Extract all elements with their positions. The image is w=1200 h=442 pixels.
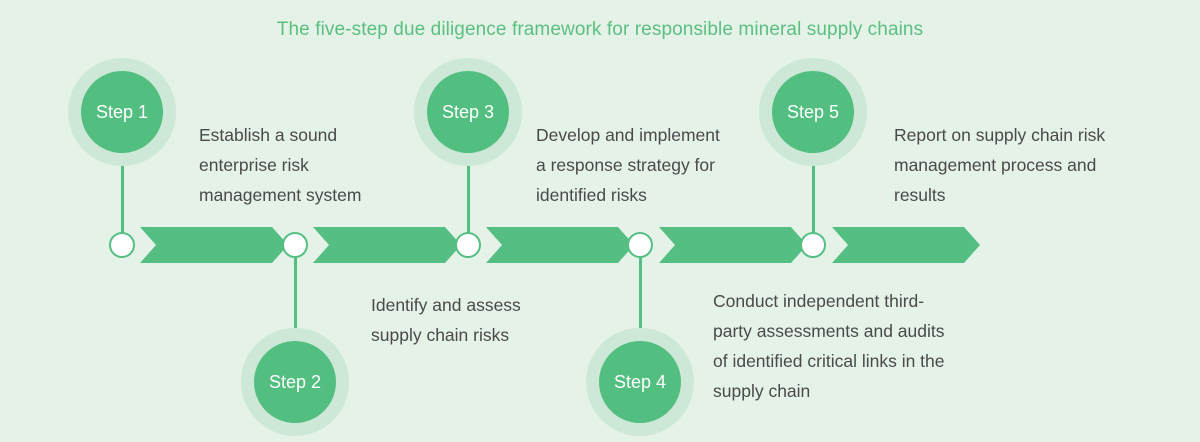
step-label-4: Step 4 — [613, 371, 667, 392]
timeline-arrow-4 — [659, 227, 807, 263]
step-description-2-line-2: supply chain risks — [371, 325, 510, 345]
step-description-2: Identify and assess supply chain risks — [371, 290, 521, 350]
step-disc-5: Step 5 — [772, 71, 854, 153]
timeline-arrow-1 — [140, 227, 288, 263]
step-disc-3: Step 3 — [427, 71, 509, 153]
stem-step-3 — [467, 166, 470, 236]
step-bubble-3[interactable]: Step 3 — [414, 58, 522, 166]
step-label-2: Step 2 — [268, 371, 322, 392]
step-description-1-line-3: management system — [199, 185, 362, 205]
timeline-node-1[interactable] — [109, 232, 135, 258]
timeline-arrow-2 — [313, 227, 461, 263]
timeline-arrow-5 — [832, 227, 980, 263]
step-description-3-line-3: identified risks — [536, 185, 647, 205]
timeline-axis — [0, 227, 1200, 263]
step-description-1: Establish a sound enterprise risk manage… — [199, 120, 361, 210]
stem-step-2 — [294, 258, 297, 328]
timeline-arrow-3 — [486, 227, 634, 263]
page-title: The five-step due diligence framework fo… — [276, 19, 924, 40]
step-description-5-line-2: management process and — [894, 155, 1097, 175]
step-description-4-line-4: supply chain — [713, 381, 811, 401]
step-description-3: Develop and implement a response strateg… — [536, 120, 720, 210]
timeline-node-4[interactable] — [627, 232, 653, 258]
step-description-4-line-3: of identified critical links in the — [713, 351, 945, 371]
step-label-3: Step 3 — [441, 101, 495, 122]
step-description-1-line-2: enterprise risk — [199, 155, 309, 175]
timeline-node-5[interactable] — [800, 232, 826, 258]
stem-step-1 — [121, 166, 124, 236]
stem-step-5 — [812, 166, 815, 236]
step-bubble-2[interactable]: Step 2 — [241, 328, 349, 436]
step-description-5-line-3: results — [894, 185, 946, 205]
step-bubble-4[interactable]: Step 4 — [586, 328, 694, 436]
step-description-2-line-1: Identify and assess — [371, 295, 521, 315]
step-description-4-line-1: Conduct independent third- — [713, 291, 925, 311]
stem-step-4 — [639, 258, 642, 328]
step-description-3-line-1: Develop and implement — [536, 125, 720, 145]
timeline-node-2[interactable] — [282, 232, 308, 258]
step-description-3-line-2: a response strategy for — [536, 155, 715, 175]
step-description-5: Report on supply chain risk management p… — [894, 120, 1105, 210]
step-bubble-1[interactable]: Step 1 — [68, 58, 176, 166]
step-disc-4: Step 4 — [599, 341, 681, 423]
step-disc-2: Step 2 — [254, 341, 336, 423]
step-disc-1: Step 1 — [81, 71, 163, 153]
step-bubble-5[interactable]: Step 5 — [759, 58, 867, 166]
step-label-5: Step 5 — [786, 101, 840, 122]
timeline-node-3[interactable] — [455, 232, 481, 258]
step-description-1-line-1: Establish a sound — [199, 125, 338, 145]
step-label-1: Step 1 — [95, 101, 149, 122]
step-description-4: Conduct independent third- party assessm… — [713, 286, 945, 406]
step-description-4-line-2: party assessments and audits — [713, 321, 945, 341]
step-description-5-line-1: Report on supply chain risk — [894, 125, 1106, 145]
